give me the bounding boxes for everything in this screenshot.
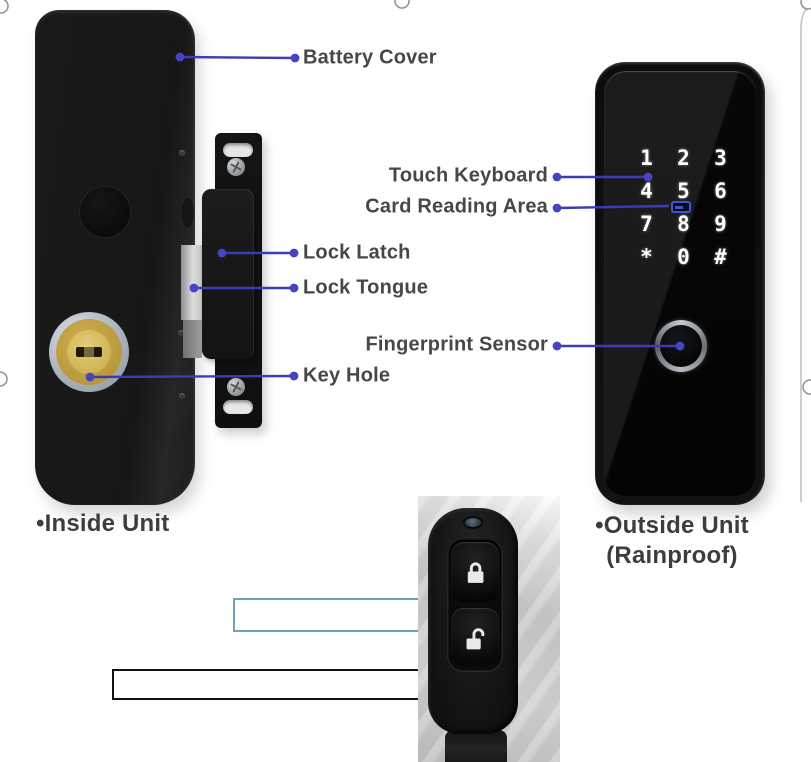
side-screw-dot [179, 393, 185, 399]
lock-latch-body [202, 189, 254, 359]
lock-latch-label: Lock Latch [303, 241, 411, 264]
selection-handle[interactable] [800, 0, 811, 10]
remote-button-panel [447, 538, 503, 672]
callout-dot [552, 172, 562, 182]
selection-handle[interactable] [802, 379, 811, 395]
remote-tail [445, 730, 507, 762]
screw [227, 378, 245, 396]
lock-closed-icon [467, 561, 483, 583]
screw [227, 158, 245, 176]
callout-dot [290, 53, 300, 63]
callout-dot [552, 341, 562, 351]
battery-cover-label: Battery Cover [303, 46, 437, 69]
inside-unit-round-button [80, 187, 130, 237]
outside-unit-caption-line1: •Outside Unit [595, 512, 749, 539]
keypad-key[interactable]: * [640, 244, 653, 269]
content-frame-border [800, 6, 811, 502]
callout-dot [552, 203, 562, 213]
lock-tongue-label: Lock Tongue [303, 276, 429, 299]
keypad-key[interactable]: 5 [677, 178, 690, 203]
keypad-key[interactable]: 4 [640, 178, 653, 203]
touch-keyboard-label: Touch Keyboard [388, 164, 548, 187]
callout-dot [289, 283, 299, 293]
empty-annotation-box-black [112, 669, 422, 700]
remote-control-photo [418, 496, 560, 762]
selection-handle[interactable] [394, 0, 410, 9]
side-screw-dot [178, 330, 184, 336]
outside-unit-caption: •Outside Unit (Rainproof) [572, 511, 772, 571]
side-oval-hole [182, 198, 194, 228]
keypad-key[interactable]: 0 [677, 244, 690, 269]
callout-dot [289, 248, 299, 258]
remote-unlock-button[interactable] [451, 608, 499, 666]
fingerprint-sensor-label: Fingerprint Sensor [365, 333, 548, 356]
battery-cover-line [179, 55, 296, 60]
lock-tongue-metal-lower [183, 320, 202, 358]
keypad-key[interactable]: 6 [714, 178, 727, 203]
touch-keypad: 1 2 3 4 5 6 7 8 9 * 0 # [628, 141, 739, 273]
remote-control-body [428, 508, 518, 734]
keypad-key[interactable]: 3 [714, 145, 727, 170]
fingerprint-sensor-icon [660, 325, 702, 367]
led-indicator [465, 518, 481, 527]
keypad-key[interactable]: 8 [677, 211, 690, 236]
key-hole-label: Key Hole [303, 364, 391, 387]
side-screw-dot [179, 150, 185, 156]
inside-unit-caption: •Inside Unit [36, 510, 170, 537]
card-reading-area-label: Card Reading Area [365, 195, 548, 218]
empty-annotation-box-teal [233, 598, 423, 632]
lock-tongue-metal [181, 245, 203, 320]
keypad-key[interactable]: # [714, 244, 727, 269]
mounting-slot-hole [223, 400, 253, 414]
outside-unit-caption-line2: (Rainproof) [606, 542, 738, 569]
keypad-key[interactable]: 1 [640, 145, 653, 170]
callout-dot [289, 371, 299, 381]
outside-unit-glass-panel [604, 71, 756, 496]
keypad-key[interactable]: 7 [640, 211, 653, 236]
remote-lock-button[interactable] [451, 542, 499, 602]
card-reader-icon [671, 201, 691, 213]
lock-open-icon [466, 627, 484, 649]
inside-unit-body [35, 10, 195, 505]
selection-handle[interactable] [0, 0, 9, 14]
keypad-key[interactable]: 2 [677, 145, 690, 170]
mounting-slot-hole [223, 143, 253, 157]
selection-handle[interactable] [0, 371, 8, 387]
keypad-key[interactable]: 9 [714, 211, 727, 236]
keyhole-slot [76, 347, 102, 357]
